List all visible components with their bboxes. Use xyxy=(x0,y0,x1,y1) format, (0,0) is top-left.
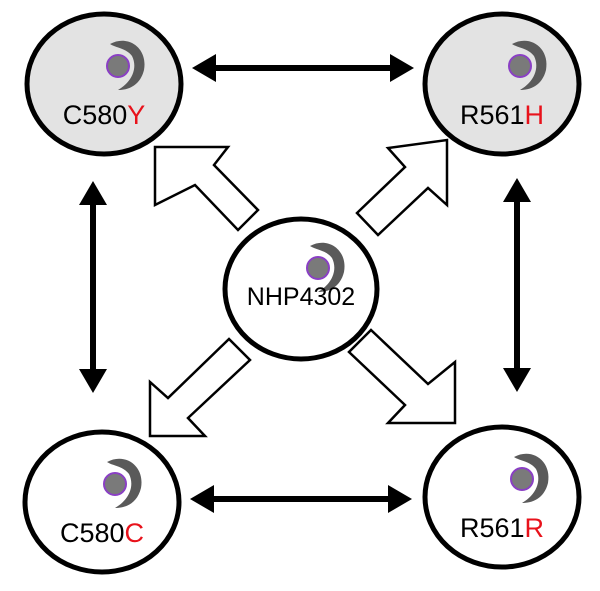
arrow-bottom-left-bottom-right xyxy=(190,485,412,513)
node-label-prefix: R561 xyxy=(460,100,525,130)
node-top-right: R561H xyxy=(422,11,582,157)
svg-text:R561H: R561H xyxy=(460,100,544,130)
node-label-prefix: R561 xyxy=(460,513,525,543)
svg-text:R561R: R561R xyxy=(460,513,544,543)
node-bottom-left: C580C xyxy=(22,429,182,575)
node-label-mutation: H xyxy=(525,100,545,130)
arrow-top-left-top-right xyxy=(192,54,414,82)
node-label: NHP4302 xyxy=(247,283,355,311)
svg-text:C580C: C580C xyxy=(60,518,144,548)
node-label-prefix: C580 xyxy=(60,518,125,548)
node-label-mutation: R xyxy=(525,513,545,543)
competition-arrows xyxy=(79,54,531,513)
node-label-prefix: C580 xyxy=(63,100,128,130)
hollow-arrow-to-top-right xyxy=(355,138,449,237)
svg-text:C580Y: C580Y xyxy=(63,100,146,130)
arrow-top-right-bottom-right xyxy=(503,178,531,392)
node-top-left: C580Y xyxy=(24,11,184,157)
node-label-mutation: Y xyxy=(127,100,145,130)
node-center: NHP4302 xyxy=(222,216,380,362)
hollow-arrow-to-top-left xyxy=(153,145,260,232)
node-label-mutation: C xyxy=(125,518,145,548)
arrow-top-left-bottom-left xyxy=(79,181,107,393)
node-bottom-right: R561R xyxy=(422,424,582,570)
hollow-arrow-to-bottom-left xyxy=(148,337,252,438)
hollow-arrow-to-bottom-right xyxy=(347,328,457,425)
derivation-arrows xyxy=(148,138,457,438)
